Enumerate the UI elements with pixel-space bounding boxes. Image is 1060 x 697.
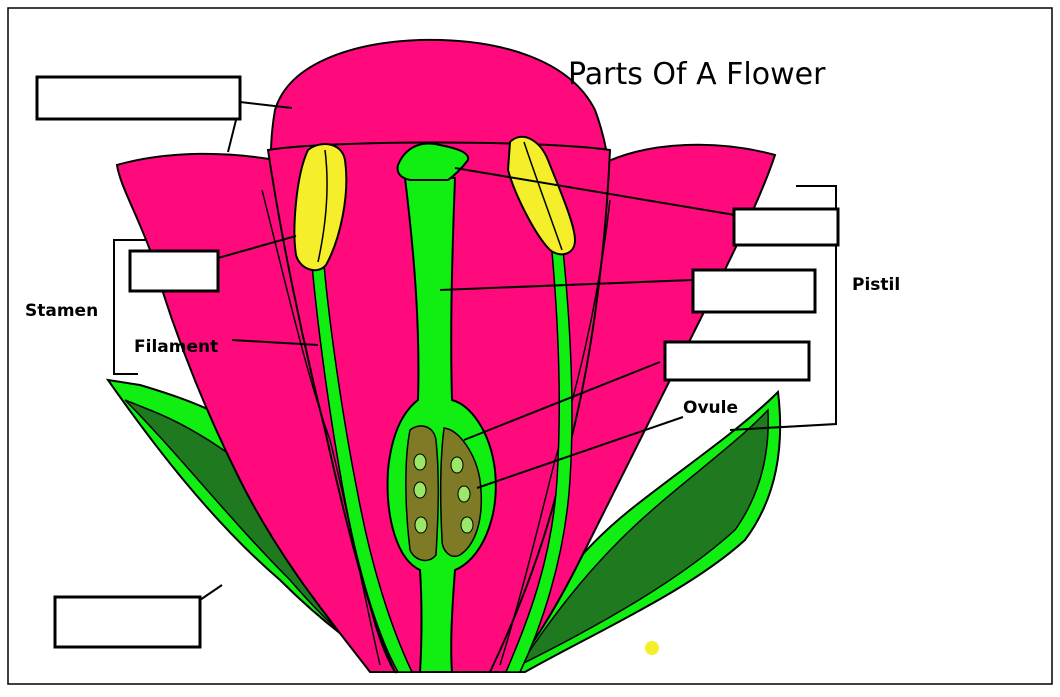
sepal-label-box[interactable] bbox=[55, 597, 200, 647]
anther-label-box[interactable] bbox=[130, 251, 218, 291]
ovary-label-box[interactable] bbox=[665, 342, 809, 380]
stigma-label-box[interactable] bbox=[734, 209, 838, 245]
diagram-title: Parts Of A Flower bbox=[568, 57, 826, 92]
filament-label: Filament bbox=[134, 337, 218, 357]
petal-label-box[interactable] bbox=[37, 77, 240, 119]
yellow-dot bbox=[645, 641, 659, 655]
stamen-label: Stamen bbox=[25, 301, 98, 321]
style-label-box[interactable] bbox=[693, 270, 815, 312]
ovule-label: Ovule bbox=[683, 398, 738, 418]
pistil-label: Pistil bbox=[852, 275, 900, 295]
